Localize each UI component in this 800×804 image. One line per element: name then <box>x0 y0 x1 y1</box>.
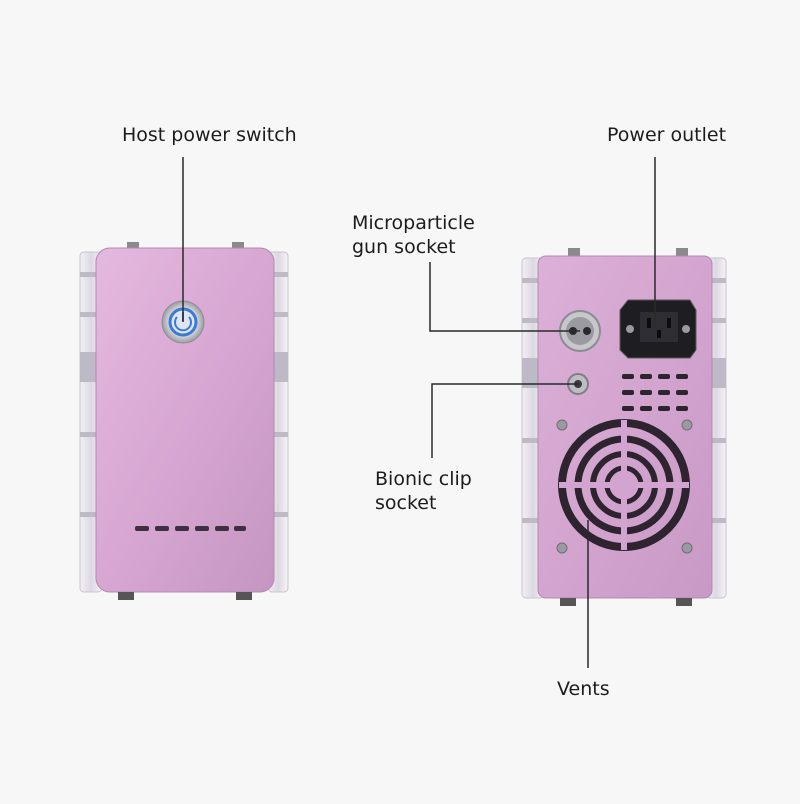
label-text: Bionic clip <box>375 468 472 490</box>
label-text: Power outlet <box>607 124 727 146</box>
leader-microparticle-gun-socket <box>429 262 580 332</box>
foot <box>676 598 692 606</box>
top-screw <box>676 248 688 256</box>
slot-vents <box>622 374 688 411</box>
front-vent-slots <box>135 526 246 531</box>
top-screw <box>127 242 139 250</box>
front-unit <box>79 242 289 600</box>
front-panel <box>95 247 275 593</box>
label-microparticle-gun-socket: Microparticle gun socket <box>352 211 475 259</box>
label-power-outlet: Power outlet <box>607 123 726 147</box>
fan-screws <box>556 419 693 554</box>
label-text: gun socket <box>352 236 456 258</box>
leader-bionic-clip-socket <box>431 383 578 458</box>
foot <box>560 598 576 606</box>
label-bionic-clip-socket: Bionic clip socket <box>375 467 472 515</box>
iec-power-outlet-icon <box>619 299 697 359</box>
label-text: socket <box>375 492 437 514</box>
foot <box>236 592 252 600</box>
label-host-power-switch: Host power switch <box>122 123 297 147</box>
back-unit <box>521 248 727 606</box>
fan-grille-icon <box>558 419 690 551</box>
label-text: Microparticle <box>352 212 475 234</box>
leader-lines <box>182 157 656 668</box>
foot <box>118 592 134 600</box>
label-text: Vents <box>557 678 610 700</box>
label-vents: Vents <box>557 677 610 701</box>
top-screw <box>568 248 580 256</box>
label-text: Host power switch <box>122 124 297 146</box>
top-screw <box>232 242 244 250</box>
